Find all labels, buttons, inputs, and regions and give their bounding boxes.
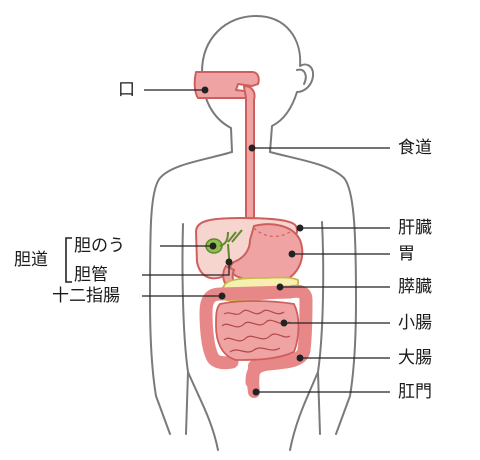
label-anus: 肛門 (398, 382, 432, 402)
dot-gallbladder (209, 242, 217, 250)
right-shoulder-outline (269, 151, 357, 435)
dot-pancreas (276, 283, 284, 291)
left-shoulder-outline (149, 151, 233, 435)
bile-tract-bracket (65, 237, 72, 283)
dot-mouth (201, 86, 209, 94)
label-duodenum: 十二指腸 (52, 286, 120, 306)
dot-anus (252, 388, 260, 396)
label-stomach: 胃 (398, 244, 415, 264)
leader-bile-duct (142, 262, 230, 276)
label-mouth: 口 (118, 80, 135, 100)
small-intestine-mass (215, 300, 300, 361)
dot-duodenum (218, 292, 226, 300)
label-bile-duct-group: 胆道 (14, 250, 48, 270)
large-intestine-shape (199, 284, 313, 389)
mouth-shape (193, 71, 260, 99)
label-large-intestine: 大腸 (398, 348, 432, 368)
torso-right (289, 371, 319, 451)
dot-bile-duct (225, 258, 233, 266)
esophagus-tube (243, 85, 256, 227)
body-outline (149, 15, 357, 451)
label-bile-duct: 胆管 (74, 265, 108, 285)
torso-left (187, 371, 219, 451)
label-pancreas: 膵臓 (398, 277, 432, 297)
dot-esophagus (248, 144, 256, 152)
stomach-hidden-outline (253, 227, 291, 237)
dot-liver (296, 224, 304, 232)
dot-small-intestine (280, 319, 288, 327)
left-arm-inner (181, 223, 189, 435)
dot-stomach (288, 250, 296, 258)
label-esophagus: 食道 (398, 138, 432, 158)
right-arm-inner (317, 221, 325, 435)
dot-large-intestine (296, 354, 304, 362)
leader-lines (65, 86, 390, 396)
small-intestine-shape (215, 300, 300, 361)
label-liver: 肝臓 (398, 218, 432, 238)
ear-outline (296, 68, 307, 85)
bile-duct-shape (219, 229, 243, 271)
rectum-shape (247, 360, 260, 398)
small-intestine-coils (221, 309, 291, 353)
label-small-intestine: 小腸 (398, 313, 432, 333)
label-gallbladder: 胆のう (74, 236, 125, 256)
